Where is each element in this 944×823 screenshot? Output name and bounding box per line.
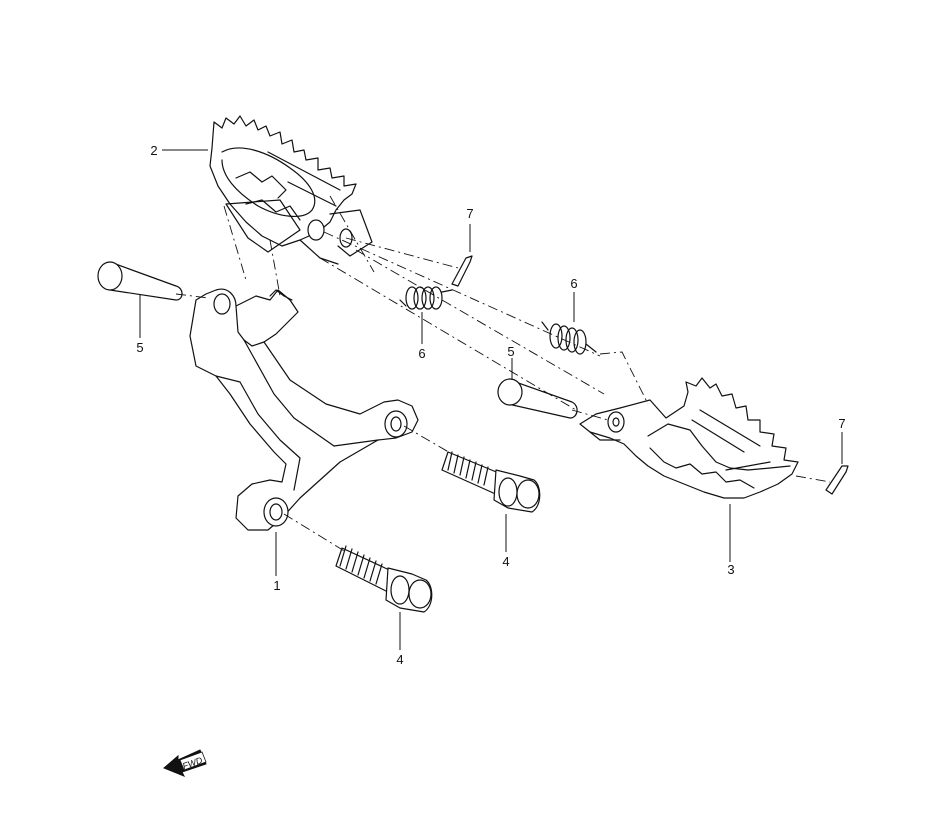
callout-6-left: 6 <box>418 346 425 361</box>
part-5-left-pivot-pin <box>97 261 183 301</box>
part-6-left-spring <box>399 286 453 310</box>
part-7-right-cotter-pin <box>825 465 849 495</box>
callout-4-lower: 4 <box>396 652 403 667</box>
callout-5-right: 5 <box>507 344 514 359</box>
callout-2: 2 <box>150 143 157 158</box>
part-6-right-spring <box>541 321 597 355</box>
part-7-upper-cotter-pin <box>451 255 473 287</box>
fwd-arrow: FWD <box>163 749 207 777</box>
callout-7-upper: 7 <box>466 206 473 221</box>
assembly-center-lines <box>175 195 831 553</box>
callout-4-upper: 4 <box>502 554 509 569</box>
part-4-upper-bolt <box>441 451 541 513</box>
part-3-right-footrest <box>579 377 799 499</box>
callout-6-right: 6 <box>570 276 577 291</box>
part-4-lower-bolt <box>335 545 433 613</box>
callout-numbers: 2 7 5 6 6 5 7 3 4 1 4 <box>136 143 845 667</box>
callout-5-left: 5 <box>136 340 143 355</box>
callout-1: 1 <box>273 578 280 593</box>
callout-leader-lines <box>139 149 843 650</box>
part-5-right-pivot-pin <box>497 378 578 419</box>
callout-7-right: 7 <box>838 416 845 431</box>
part-2-left-footrest <box>209 115 373 265</box>
callout-3: 3 <box>727 562 734 577</box>
part-1-footrest-bracket <box>189 288 419 531</box>
